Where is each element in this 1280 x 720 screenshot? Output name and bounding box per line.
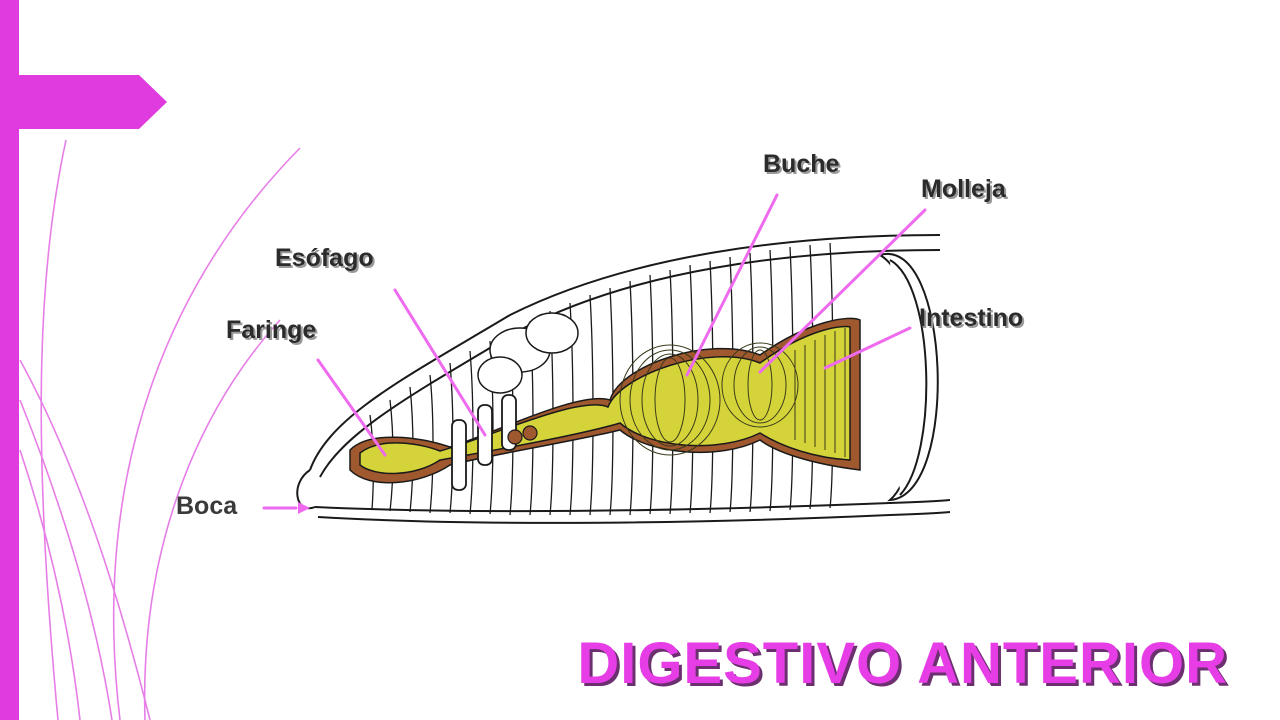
label-esofago: Esófago — [275, 244, 374, 272]
earthworm-digestive-diagram — [296, 234, 951, 524]
label-intestino: Intestino — [919, 304, 1024, 332]
label-buche: Buche — [763, 150, 840, 178]
accent-bar — [0, 0, 19, 720]
cut-end — [877, 252, 939, 502]
gut-striations — [619, 328, 846, 457]
seminal-vesicles — [477, 312, 579, 394]
accent-tab — [19, 75, 167, 129]
slide-title: DIGESTIVO ANTERIOR — [577, 631, 1228, 696]
label-molleja: Molleja — [921, 175, 1006, 203]
label-faringe: Faringe — [226, 316, 317, 344]
esophagus-rings — [451, 394, 517, 491]
calciferous-glands — [507, 425, 538, 445]
decorative-curves — [19, 139, 301, 720]
label-boca: Boca — [176, 492, 238, 520]
